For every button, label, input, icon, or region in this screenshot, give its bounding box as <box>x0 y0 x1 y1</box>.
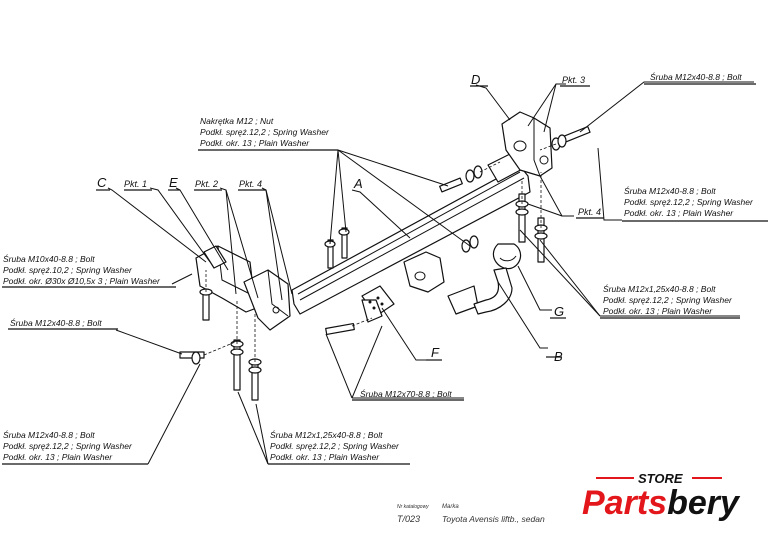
callout-line: Podkł. okr. Ø30x Ø10,5x 3 ; Plain Washer <box>3 276 161 286</box>
brand-header: Marka <box>442 504 459 510</box>
callout-line: Podkł. spręż.12,2 ; Spring Washer <box>3 441 133 451</box>
label-pkt-1: Pkt. 1 <box>124 179 147 189</box>
partsbery-logo: STORE Partsbery <box>582 471 741 522</box>
label-pkt-3: Pkt. 3 <box>562 75 585 85</box>
callout-right-low: Śruba M12x1,25x40-8.8 ; Bolt Podkł. sprę… <box>603 283 733 316</box>
catalog-number: T/023 <box>397 514 420 524</box>
label-letter-f: F <box>431 345 440 360</box>
catalog-number-header: Nr katalogowy <box>397 504 429 510</box>
callout-line: Podkł. spręż.10,2 ; Spring Washer <box>3 265 133 275</box>
callout-line: Podkł. okr. 13 ; Plain Washer <box>270 452 380 462</box>
callout-line: Podkł. spręż.12,2 ; Spring Washer <box>270 441 400 451</box>
socket-plate-part-f <box>361 285 395 323</box>
parts-drawing <box>179 111 591 401</box>
callout-right-mid: Śruba M12x40-8.8 ; Bolt Podkł. spręż.12,… <box>624 185 754 218</box>
crossbar-mount-plates <box>403 251 479 315</box>
callout-bottom-mid: Śruba M12x1,25x40-8.8 ; Bolt Podkł. sprę… <box>270 429 400 462</box>
callout-line: Śruba M12x40-8.8 ; Bolt <box>624 185 716 196</box>
callout-left-m12: Śruba M12x40-8.8 ; Bolt <box>10 317 102 328</box>
label-letter-a: A <box>353 176 363 191</box>
callout-line: Podkł. okr. 13 ; Plain Washer <box>200 138 310 148</box>
callout-m12x70: Śruba M12x70-8.8 ; Bolt <box>360 388 452 399</box>
tow-ball-part-b <box>473 243 522 315</box>
callout-bottom-left: Śruba M12x40-8.8 ; Bolt Podkł. spręż.12,… <box>3 429 133 462</box>
logo-store-text: STORE <box>638 471 683 486</box>
crossbar-part-a <box>291 149 531 315</box>
callout-underlines <box>2 83 768 465</box>
fasteners <box>179 125 591 401</box>
callout-line: Śruba M12x1,25x40-8.8 ; Bolt <box>603 283 716 294</box>
label-letter-b: B <box>554 349 563 364</box>
callout-line: Śruba M12x1,25x40-8.8 ; Bolt <box>270 429 383 440</box>
label-pkt-4-right: Pkt. 4 <box>578 207 601 217</box>
callout-line: Podkł. spręż.12,2 ; Spring Washer <box>200 127 330 137</box>
callout-top-right-bolt: Śruba M12x40-8.8 ; Bolt <box>650 71 742 82</box>
label-pkt-4-left: Pkt. 4 <box>239 179 262 189</box>
callout-line: Śruba M12x40-8.8 ; Bolt <box>3 429 95 440</box>
label-pkt-2: Pkt. 2 <box>195 179 218 189</box>
label-letter-c: C <box>97 175 107 190</box>
vehicle-model: Toyota Avensis liftb., sedan <box>442 514 545 524</box>
callout-line: Podkł. spręż.12,2 ; Spring Washer <box>603 295 733 305</box>
label-letter-e: E <box>169 175 178 190</box>
callout-nut: Nakrętka M12 ; Nut Podkł. spręż.12,2 ; S… <box>200 116 330 148</box>
logo-brand-name: Partsbery <box>582 484 741 522</box>
callout-line: Podkł. okr. 13 ; Plain Washer <box>624 208 734 218</box>
label-letter-g: G <box>554 304 564 319</box>
callout-line: Śruba M10x40-8.8 ; Bolt <box>3 253 95 264</box>
callout-left-m10: Śruba M10x40-8.8 ; Bolt Podkł. spręż.10,… <box>3 253 161 286</box>
callout-line: Podkł. okr. 13 ; Plain Washer <box>603 306 713 316</box>
label-letter-d: D <box>471 72 480 87</box>
bracket-part-d <box>501 111 553 177</box>
callout-line: Podkł. okr. 13 ; Plain Washer <box>3 452 113 462</box>
catalog-caption: Nr katalogowy Marka T/023 Toyota Avensis… <box>397 504 545 524</box>
callout-line: Nakrętka M12 ; Nut <box>200 116 274 126</box>
callout-line: Podkł. spręż.12,2 ; Spring Washer <box>624 197 754 207</box>
